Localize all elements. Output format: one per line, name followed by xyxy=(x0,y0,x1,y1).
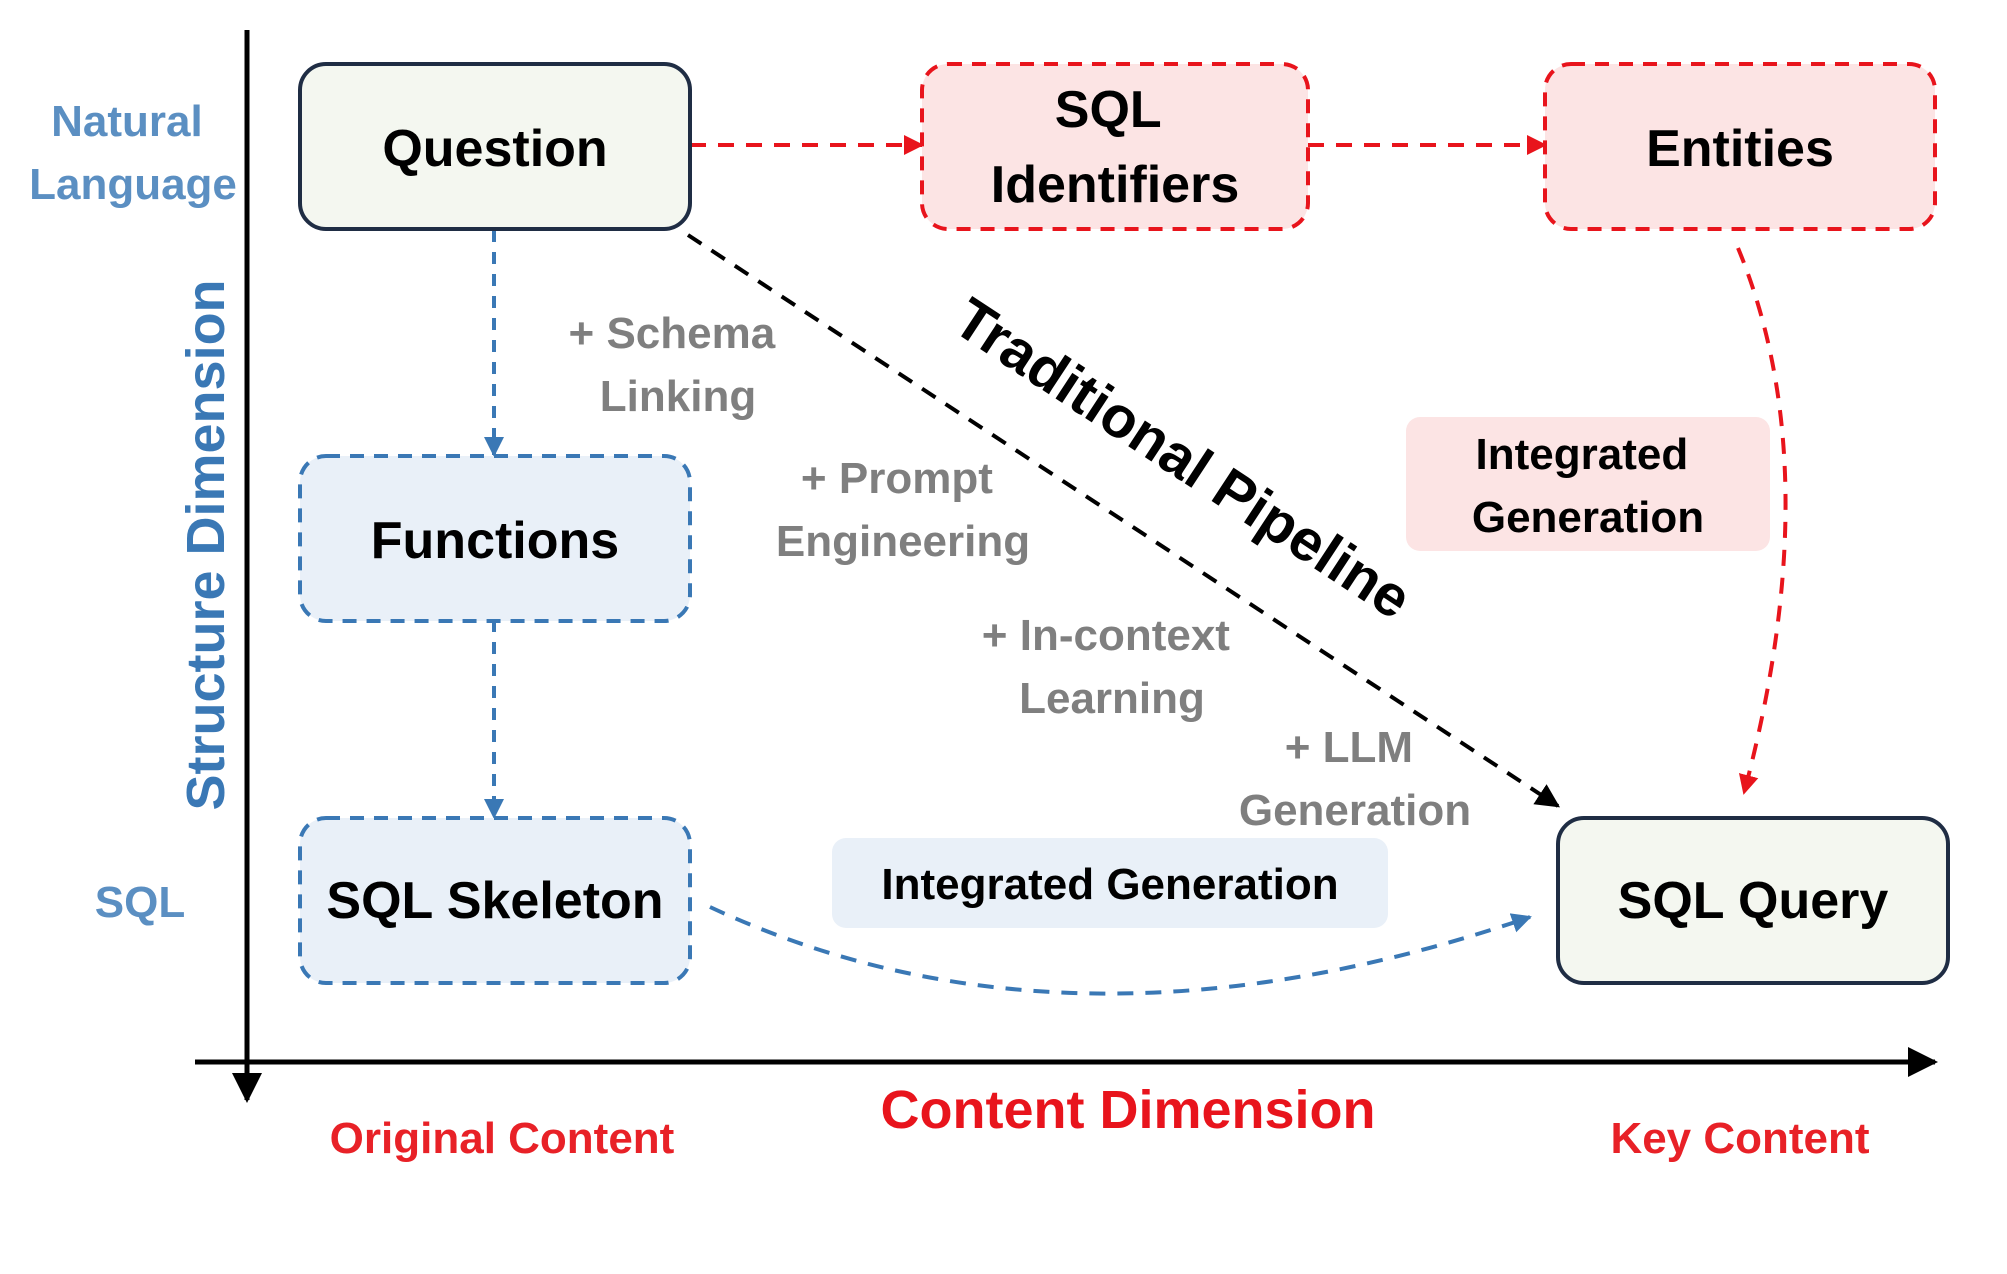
node-sql-query-label: SQL Query xyxy=(1618,872,1889,930)
node-entities: Entities xyxy=(1543,62,1937,231)
integrated-generation-red-bg xyxy=(1406,417,1770,551)
y-axis-bottom-label: SQL xyxy=(95,878,185,927)
node-entities-box xyxy=(1543,62,1937,231)
node-sql-skeleton-label: SQL Skeleton xyxy=(326,872,663,930)
step-prompt-engineering: + Prompt Engineering xyxy=(776,454,1030,566)
axes: Structure Dimension Natural Language SQL… xyxy=(29,30,1938,1163)
node-sql-query: SQL Query xyxy=(1556,816,1950,985)
step-in-context-learning: + In-context Learning xyxy=(982,611,1242,723)
node-sql-skeleton-box xyxy=(298,816,692,985)
node-question: Question xyxy=(298,62,692,231)
x-axis-title: Content Dimension xyxy=(881,1080,1376,1140)
node-sql-query-box xyxy=(1556,816,1950,985)
integrated-generation-red-label: Integrated Generation xyxy=(1472,430,1704,542)
node-functions-box xyxy=(298,454,692,623)
integrated-generation-blue-label: Integrated Generation xyxy=(881,860,1338,909)
node-question-label: Question xyxy=(382,120,607,178)
step-llm-generation: + LLM Generation xyxy=(1239,723,1471,835)
y-axis-title: Structure Dimension xyxy=(176,279,236,810)
x-axis-right-label: Key Content xyxy=(1610,1114,1869,1163)
traditional-pipeline-label: Traditional Pipeline xyxy=(943,286,1423,632)
connectors xyxy=(484,135,1788,996)
step-schema-linking: + Schema Linking xyxy=(569,309,788,421)
node-question-box xyxy=(298,62,692,231)
x-axis-left-label: Original Content xyxy=(330,1114,675,1163)
node-sql-identifiers: SQL Identifiers xyxy=(920,62,1310,231)
arrow-entities-to-sql-query xyxy=(1736,247,1788,795)
node-entities-label: Entities xyxy=(1646,120,1834,178)
node-sql-skeleton: SQL Skeleton xyxy=(298,816,692,985)
node-sql-identifiers-box xyxy=(920,62,1310,231)
integrated-generation-blue-bg xyxy=(832,838,1388,928)
arrow-skeleton-to-sql-query xyxy=(709,905,1532,996)
node-functions: Functions xyxy=(298,454,692,623)
node-functions-label: Functions xyxy=(371,512,619,570)
node-sql-identifiers-label: SQL Identifiers xyxy=(991,81,1240,214)
y-axis-top-label: Natural Language xyxy=(29,97,237,209)
arrow-traditional-pipeline xyxy=(686,233,1561,808)
